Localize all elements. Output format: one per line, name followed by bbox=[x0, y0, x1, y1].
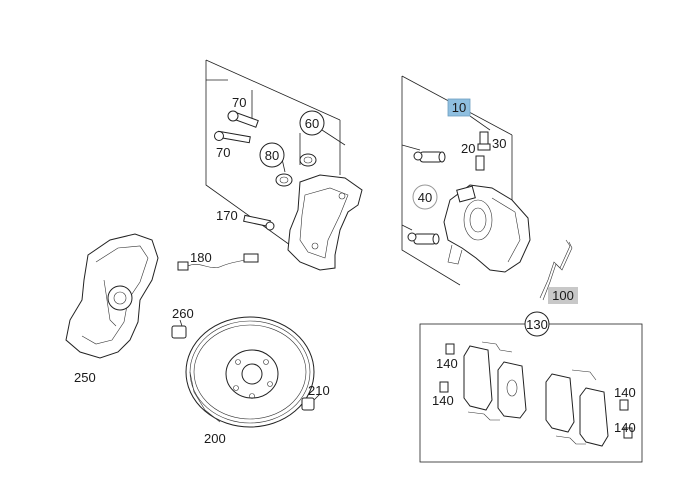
callout-140-right-upper: 140 bbox=[614, 385, 636, 400]
pad-clip-lower bbox=[467, 411, 500, 421]
callout-70-upper: 70 bbox=[232, 95, 246, 110]
callout-60: 60 bbox=[305, 116, 319, 131]
callout-130-circle bbox=[524, 311, 550, 337]
brake-pad-right-outer bbox=[579, 387, 609, 447]
anti-rattle-spring: 100 bbox=[539, 239, 578, 304]
callout-10-highlight bbox=[447, 98, 471, 117]
guide-bolt-upper bbox=[227, 110, 259, 128]
callout-130: 130 bbox=[526, 317, 548, 332]
brake-pad-kit: 130 140 140 140 140 bbox=[419, 311, 643, 463]
pad-bolt-2 bbox=[439, 381, 449, 393]
callout-200: 200 bbox=[204, 431, 226, 446]
brake-caliper bbox=[443, 184, 531, 273]
callout-20: 20 bbox=[461, 141, 475, 156]
splash-guard: 250 bbox=[65, 233, 159, 385]
guide-bolt-lower bbox=[214, 130, 251, 144]
bleeder-screw bbox=[477, 131, 491, 151]
callout-80: 80 bbox=[265, 148, 279, 163]
callout-100: 100 bbox=[552, 288, 574, 303]
callout-260: 260 bbox=[172, 306, 194, 321]
callout-140-left-upper: 140 bbox=[436, 356, 458, 371]
callout-80-circle bbox=[259, 142, 285, 168]
callout-210: 210 bbox=[308, 383, 330, 398]
caliper-group: 10 20 30 40 bbox=[401, 75, 531, 286]
callout-60-circle bbox=[299, 110, 325, 136]
shield-bolt: 260 bbox=[171, 306, 194, 339]
callout-100-highlight bbox=[548, 287, 578, 304]
callout-10: 10 bbox=[452, 100, 466, 115]
brake-pad-right-inner bbox=[545, 369, 597, 433]
bushing-upper bbox=[299, 153, 317, 167]
bleeder-cap bbox=[475, 155, 485, 171]
brake-pad-left-inner bbox=[497, 361, 527, 419]
callout-70-lower: 70 bbox=[216, 145, 230, 160]
disc-screw: 210 bbox=[301, 383, 330, 411]
callout-40: 40 bbox=[418, 190, 432, 205]
caliper-carrier-group: 70 70 60 80 bbox=[205, 59, 363, 271]
caliper-bolt: 170 bbox=[216, 208, 275, 231]
brake-pad-left-outer bbox=[463, 341, 513, 411]
caliper-carrier-bracket bbox=[287, 174, 363, 271]
callout-140-right-lower: 140 bbox=[614, 420, 636, 435]
pad-bolt-4 bbox=[623, 427, 633, 439]
callout-250: 250 bbox=[74, 370, 96, 385]
pad-bolt-3 bbox=[619, 399, 629, 411]
callout-170: 170 bbox=[216, 208, 238, 223]
pad-clip-right bbox=[555, 435, 586, 445]
callout-40-circle bbox=[412, 184, 438, 210]
callout-180: 180 bbox=[190, 250, 212, 265]
brake-wear-sensor: 180 bbox=[177, 250, 259, 271]
pad-bolt-1 bbox=[445, 343, 455, 355]
bushing-lower bbox=[275, 173, 293, 187]
callout-140-left-lower: 140 bbox=[432, 393, 454, 408]
guide-pin-upper bbox=[413, 151, 446, 163]
guide-pin-lower bbox=[407, 232, 440, 245]
callout-30: 30 bbox=[492, 136, 506, 151]
brake-disc: 200 bbox=[185, 316, 315, 446]
